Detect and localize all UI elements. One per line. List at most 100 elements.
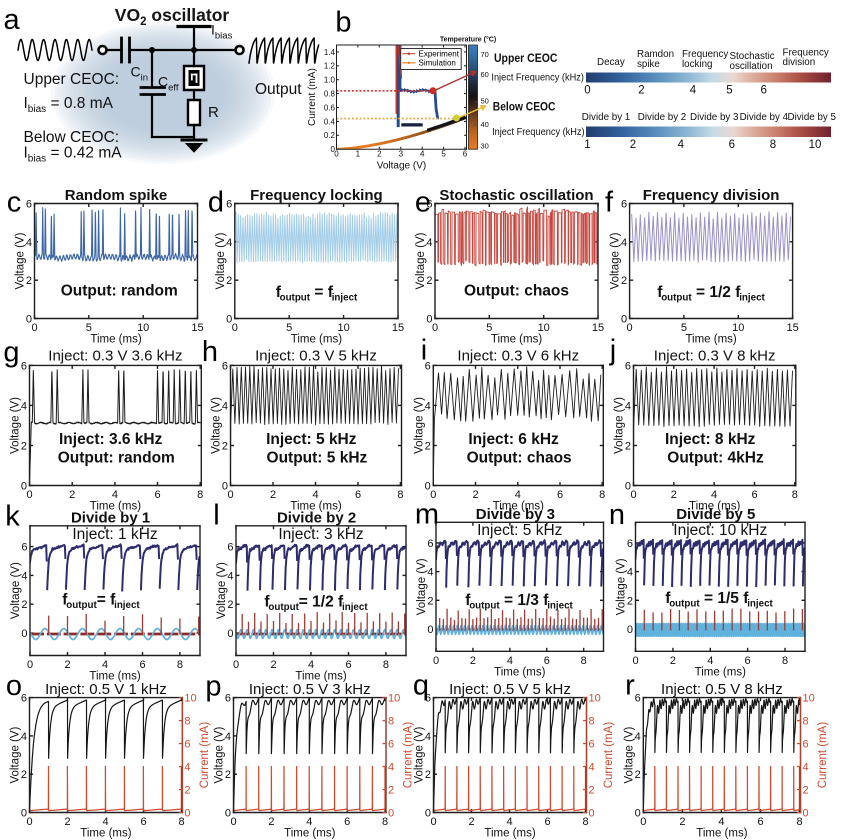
svg-text:Random spike: Random spike [65, 187, 168, 204]
svg-text:2: 2 [468, 816, 474, 828]
svg-text:Stochastic: Stochastic [730, 51, 775, 62]
svg-text:f: f [276, 284, 282, 301]
svg-text:bias: bias [28, 104, 46, 115]
svg-text:2: 2 [635, 769, 641, 781]
svg-text:2: 2 [377, 150, 382, 159]
svg-text:inject: inject [747, 599, 773, 610]
svg-text:6: 6 [729, 139, 735, 151]
svg-text:0: 0 [627, 624, 633, 636]
svg-text:6: 6 [225, 693, 231, 705]
svg-text:eff: eff [168, 83, 179, 94]
svg-text:f: f [465, 592, 471, 609]
svg-text:6: 6 [227, 542, 233, 554]
svg-text:Divide by 1: Divide by 1 [71, 509, 150, 526]
svg-text:Inject: 0.3 V 8 kHz: Inject: 0.3 V 8 kHz [654, 347, 776, 364]
svg-text:6: 6 [751, 489, 757, 501]
svg-text:4: 4 [184, 762, 190, 774]
svg-text:4: 4 [225, 731, 231, 743]
svg-text:6: 6 [21, 542, 27, 554]
svg-text:Inject: 0.3 V 3.6 kHz: Inject: 0.3 V 3.6 kHz [48, 347, 182, 364]
svg-text:2: 2 [226, 275, 232, 287]
svg-text:k: k [5, 501, 20, 533]
svg-text:2: 2 [270, 489, 276, 501]
svg-text:Time (ms): Time (ms) [685, 334, 736, 346]
svg-text:inject: inject [547, 601, 573, 612]
svg-text:6: 6 [745, 655, 751, 667]
svg-text:Time (ms): Time (ms) [696, 828, 747, 840]
svg-text:0: 0 [430, 489, 436, 501]
svg-text:Divide by 5: Divide by 5 [788, 112, 837, 123]
svg-text:6: 6 [21, 693, 27, 705]
svg-text:Voltage (V): Voltage (V) [416, 558, 428, 615]
svg-text:6: 6 [544, 816, 550, 828]
svg-text:bias: bias [215, 31, 233, 42]
svg-text:Time (ms): Time (ms) [484, 828, 535, 840]
svg-text:l: l [213, 500, 219, 532]
svg-text:Time (ms): Time (ms) [284, 828, 335, 840]
svg-text:8: 8 [388, 716, 394, 728]
svg-text:Frequency: Frequency [783, 48, 829, 59]
svg-text:15: 15 [592, 322, 604, 334]
svg-text:Time (ms): Time (ms) [89, 671, 140, 683]
svg-text:10: 10 [184, 693, 196, 705]
svg-text:Upper CEOC: Upper CEOC [494, 51, 558, 65]
svg-text:2: 2 [388, 785, 394, 797]
svg-text:Inject: 0.3 V 5 kHz: Inject: 0.3 V 5 kHz [255, 347, 377, 364]
svg-text:0: 0 [26, 314, 32, 326]
svg-text:0.6: 0.6 [324, 103, 336, 112]
svg-text:0: 0 [21, 628, 27, 640]
svg-text:R: R [208, 104, 219, 121]
svg-text:bias: bias [28, 154, 46, 165]
svg-text:0: 0 [233, 659, 239, 671]
svg-text:o: o [6, 670, 22, 702]
svg-text:4: 4 [102, 659, 108, 671]
svg-text:6: 6 [803, 739, 809, 751]
svg-text:Inject: 5 kHz: Inject: 5 kHz [477, 522, 562, 539]
svg-text:4: 4 [690, 85, 697, 97]
svg-text:0: 0 [26, 816, 32, 828]
svg-text:output: output [669, 599, 700, 610]
svg-text:Voltage (V): Voltage (V) [211, 397, 223, 454]
svg-text:2: 2 [26, 275, 32, 287]
svg-text:Inject: 3.6 kHz: Inject: 3.6 kHz [59, 431, 163, 448]
svg-text:6: 6 [388, 739, 394, 751]
svg-text:0.2: 0.2 [324, 131, 336, 140]
svg-text:I: I [211, 22, 215, 38]
svg-text:Below CEOC:: Below CEOC: [24, 129, 120, 146]
svg-text:6: 6 [625, 360, 631, 372]
svg-text:6: 6 [344, 816, 350, 828]
svg-text:1.2: 1.2 [324, 62, 336, 71]
svg-text:Time (ms): Time (ms) [494, 666, 545, 678]
svg-text:Inject Frequency (kHz): Inject Frequency (kHz) [491, 73, 584, 84]
svg-text:2: 2 [425, 769, 431, 781]
svg-text:6: 6 [26, 199, 32, 211]
svg-text:oscillation: oscillation [730, 61, 773, 72]
svg-text:2: 2 [679, 816, 685, 828]
svg-text:Voltage (V): Voltage (V) [616, 558, 628, 615]
svg-text:8: 8 [599, 489, 605, 501]
svg-text:Output: 4kHz: Output: 4kHz [667, 450, 764, 467]
svg-text:Voltage (V): Voltage (V) [216, 562, 228, 619]
svg-text:0: 0 [26, 489, 32, 501]
svg-text:Current (mA): Current (mA) [603, 722, 615, 789]
svg-text:f: f [657, 284, 663, 301]
svg-text:2: 2 [627, 595, 633, 607]
svg-text:= 0.8 mA: = 0.8 mA [51, 95, 114, 112]
svg-text:I: I [24, 145, 28, 162]
svg-text:4: 4 [515, 489, 521, 501]
svg-text:0: 0 [430, 816, 436, 828]
svg-text:=: = [314, 284, 323, 301]
svg-text:Temperature (°C): Temperature (°C) [440, 35, 496, 43]
svg-text:2: 2 [227, 599, 233, 611]
svg-text:4: 4 [222, 400, 228, 412]
svg-text:0: 0 [222, 481, 228, 493]
svg-text:oscillator: oscillator [151, 5, 229, 25]
svg-text:10: 10 [589, 693, 601, 705]
svg-text:1.4: 1.4 [324, 48, 336, 57]
svg-text:4: 4 [627, 567, 633, 579]
svg-text:2: 2 [803, 785, 809, 797]
svg-text:8: 8 [383, 659, 389, 671]
svg-text:0.8: 0.8 [324, 90, 336, 99]
svg-text:0: 0 [226, 314, 232, 326]
svg-text:4: 4 [21, 570, 27, 582]
